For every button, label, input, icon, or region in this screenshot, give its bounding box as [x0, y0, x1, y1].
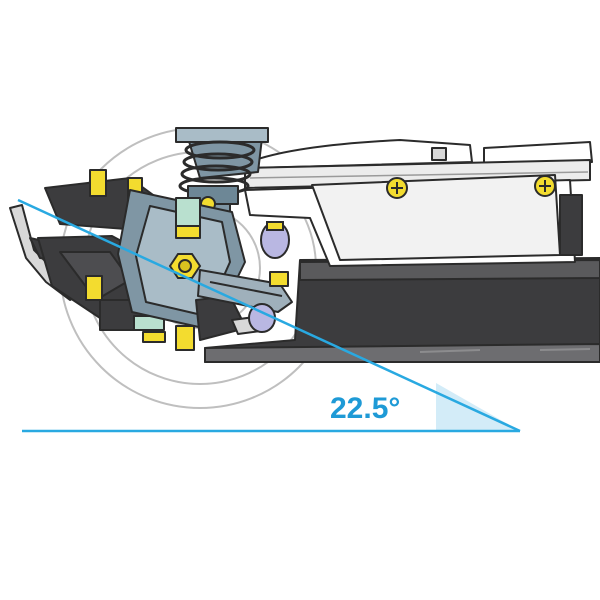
ball-joint-upper: [260, 221, 290, 259]
shock-spring: [178, 140, 256, 196]
panel-screw-right: [534, 175, 556, 197]
angle-wedge: [436, 383, 520, 431]
kingpin-axis-line: [17, 198, 521, 433]
angle-label: 22.5°: [330, 392, 400, 425]
electronics-panel: [244, 174, 583, 267]
chassis: [204, 257, 600, 363]
caster-angle-indicator: 22.5°: [17, 198, 521, 433]
panel-screw-left: [386, 177, 408, 199]
axle-nut: [168, 253, 202, 279]
